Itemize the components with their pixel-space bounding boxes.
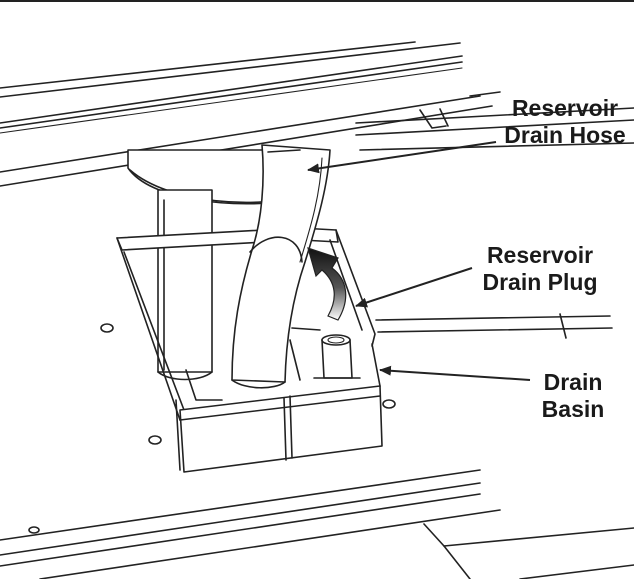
label-line: Reservoir xyxy=(486,242,594,268)
frame-edge xyxy=(267,149,301,153)
label-line: Drain xyxy=(543,369,603,395)
reservoir-drain-hose xyxy=(231,144,331,389)
drain-basin xyxy=(175,343,383,473)
plug-lift-arrow xyxy=(307,247,347,321)
upper-frame xyxy=(0,41,634,339)
basin-interior xyxy=(185,327,321,401)
mounting-screws xyxy=(28,323,396,534)
basin-back xyxy=(116,227,376,421)
left-hose xyxy=(157,189,213,381)
reservoir-drain-plug xyxy=(313,334,361,379)
drain-hose-arrow xyxy=(307,141,497,174)
label-line: Drain Hose xyxy=(504,122,626,148)
label-reservoir-drain-plug: Reservoir Drain Plug xyxy=(472,242,608,296)
label-reservoir-drain-hose: Reservoir Drain Hose xyxy=(497,95,633,149)
leader-arrows xyxy=(307,141,531,381)
label-line: Reservoir xyxy=(511,95,619,121)
drain-basin-arrow xyxy=(379,365,531,381)
label-line: Drain Plug xyxy=(482,269,598,295)
label-drain-basin: Drain Basin xyxy=(533,369,613,423)
label-line: Basin xyxy=(541,396,605,422)
drain-plug-arrow xyxy=(355,267,473,308)
lower-frame xyxy=(0,469,634,579)
